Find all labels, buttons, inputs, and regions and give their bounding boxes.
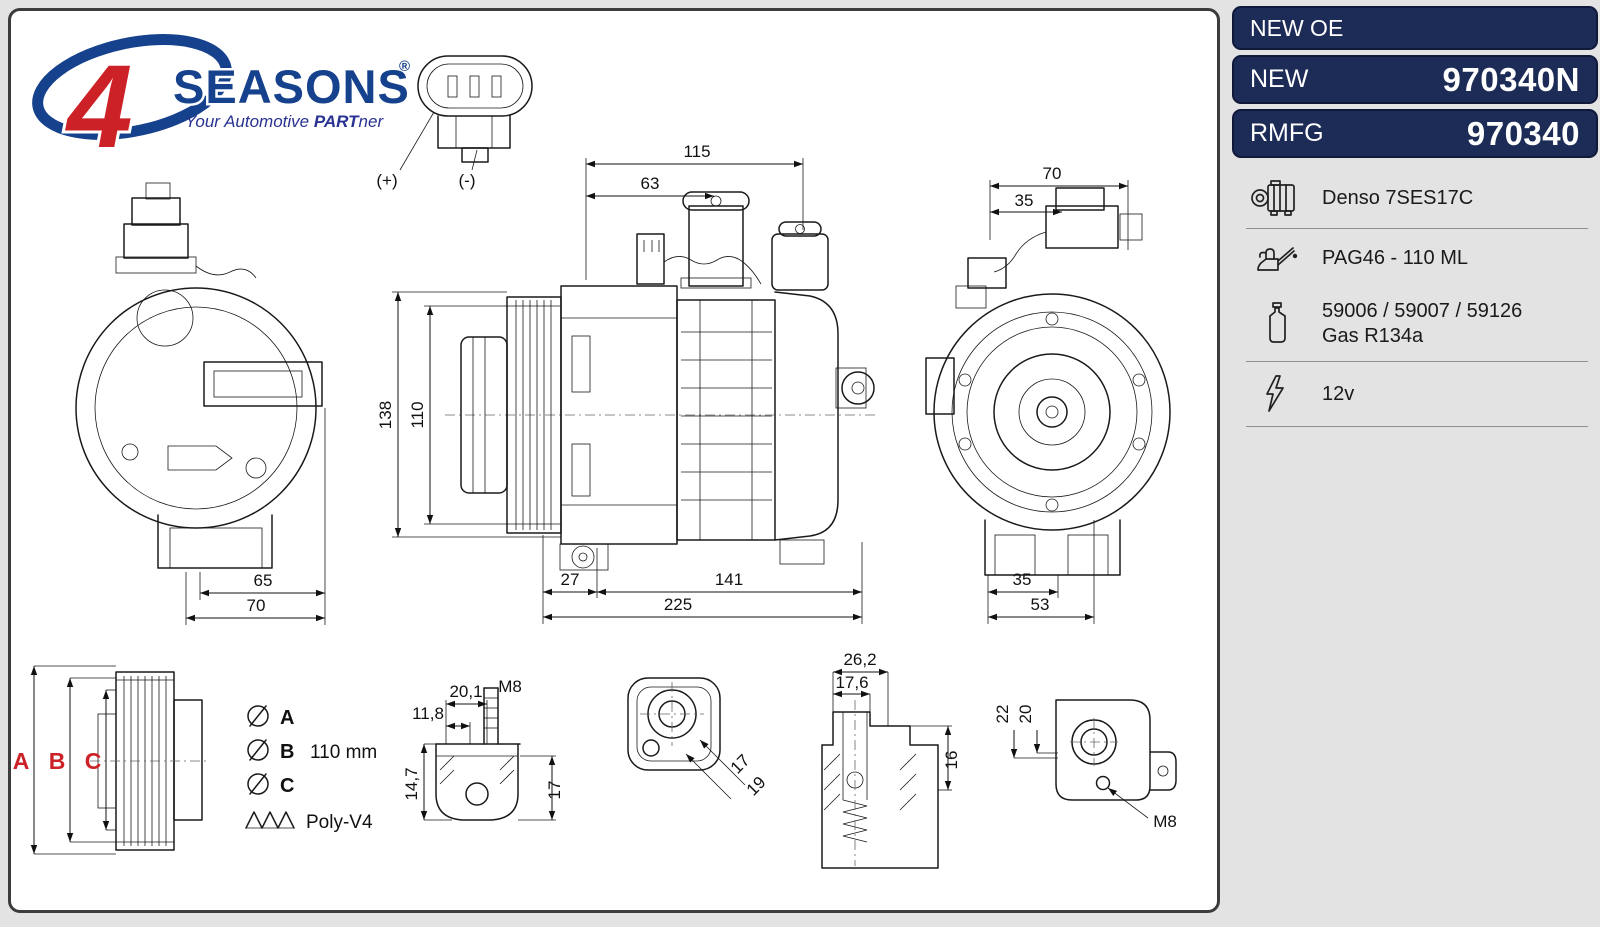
- dim-141-label: 141: [715, 570, 743, 589]
- registered-mark: ®: [399, 58, 410, 75]
- dim-70-label: 70: [247, 596, 266, 615]
- part-info-panel: NEW OE NEW 970340N RMFG 970340: [1232, 6, 1598, 921]
- rmfg-part-number: 970340: [1466, 114, 1580, 152]
- control-valve-detail-drawing: 26,2 17,6 16: [821, 650, 961, 869]
- diameter-icon: [247, 773, 269, 795]
- logo-swoosh: [32, 34, 232, 140]
- fitting-thread-label: M8: [1153, 812, 1177, 831]
- voltage-icon: [1248, 374, 1302, 414]
- dim-138-label: 138: [376, 401, 395, 429]
- oe-numbers: 59006 / 59007 / 59126: [1322, 300, 1523, 322]
- logo-tagline: Your Automotive PARTner: [185, 112, 384, 131]
- right-side-view-drawing: 70 35 35 53: [925, 164, 1171, 624]
- dim-65-label: 65: [254, 571, 273, 590]
- brand-logo: 4 SEASONS ® Your Automotive PARTner: [27, 23, 417, 176]
- spec-gas: 59006 / 59007 / 59126 Gas R134a: [1244, 287, 1590, 361]
- rmfg-label: RMFG: [1250, 119, 1324, 147]
- compressor-icon: [1248, 180, 1302, 216]
- spec-oil: PAG46 - 110 ML: [1244, 229, 1590, 287]
- pulley-detail-drawing: A B C: [13, 665, 206, 855]
- logo-wordmark: SEASONS: [173, 60, 410, 113]
- dim-35-bottom-label: 35: [1013, 570, 1032, 589]
- legend-b-label: B: [280, 741, 294, 763]
- dim-17-6-label: 17,6: [835, 673, 868, 692]
- divider: [1246, 228, 1588, 229]
- technical-drawing-panel: 4 SEASONS ® Your Automotive PARTner (+): [8, 8, 1220, 913]
- lug-thread-label: M8: [498, 677, 522, 696]
- belt-profile-icon: [245, 811, 295, 829]
- pulley-legend: A B 110 mm C Poly-V4: [245, 705, 377, 833]
- dim-20-1-label: 20,1: [449, 682, 482, 701]
- legend-belt-label: Poly-V4: [306, 812, 373, 833]
- dim-115-label: 115: [683, 142, 710, 161]
- legend-a-label: A: [280, 707, 294, 729]
- spec-list: Denso 7SES17C PAG46 - 110 ML: [1244, 168, 1590, 427]
- compressor-type-value: Denso 7SES17C: [1322, 186, 1474, 209]
- dim-17-port-label: 17: [727, 751, 754, 778]
- oe-header-box: NEW OE: [1232, 6, 1598, 50]
- mounting-lug-detail-drawing: 20,1 11,8 M8 14,7 17: [402, 677, 564, 821]
- spec-voltage: 12v: [1244, 362, 1590, 426]
- oil-can-icon: [1248, 241, 1302, 275]
- diameter-b-label: B: [49, 748, 66, 774]
- divider: [1246, 426, 1588, 427]
- voltage-value: 12v: [1322, 382, 1355, 405]
- dim-19-port-label: 19: [743, 773, 770, 800]
- dim-63-label: 63: [641, 174, 660, 193]
- gas-spec-value: 59006 / 59007 / 59126 Gas R134a: [1322, 299, 1522, 349]
- dim-22-label: 22: [993, 705, 1012, 724]
- rmfg-part-number-box: RMFG 970340: [1232, 109, 1598, 158]
- new-label: NEW: [1250, 65, 1309, 93]
- dim-35-top-label: 35: [1015, 191, 1034, 210]
- new-part-number-box: NEW 970340N: [1232, 55, 1598, 104]
- oil-bottle-icon: [1248, 302, 1302, 346]
- dim-26-2-label: 26,2: [843, 650, 876, 669]
- diameter-c-label: C: [85, 748, 102, 774]
- left-side-view-drawing: 65 70: [75, 182, 326, 625]
- oil-spec-value: PAG46 - 110 ML: [1322, 246, 1468, 269]
- dim-17-lug-label: 17: [545, 781, 564, 800]
- dim-16-label: 16: [942, 751, 961, 770]
- diameter-icon: [247, 739, 269, 761]
- technical-views: (+) (-) 65 70: [13, 55, 1177, 869]
- oe-header-label: NEW OE: [1250, 14, 1344, 41]
- dim-225-label: 225: [664, 595, 692, 614]
- dim-11-8-label: 11,8: [412, 704, 444, 723]
- dim-53-label: 53: [1031, 595, 1050, 614]
- front-view-drawing: 115 63 138 110 27 141 225: [376, 142, 878, 624]
- divider: [1246, 361, 1588, 362]
- gas-type: Gas R134a: [1322, 325, 1424, 347]
- dim-110-label: 110: [408, 401, 427, 428]
- spec-compressor-type: Denso 7SES17C: [1244, 168, 1590, 228]
- rear-fitting-detail-drawing: 22 20 M8: [993, 699, 1177, 831]
- diameter-a-label: A: [13, 748, 30, 774]
- dim-70-top-label: 70: [1043, 164, 1062, 183]
- dim-20-label: 20: [1016, 705, 1035, 724]
- plus-terminal-label: (+): [376, 171, 397, 190]
- port-flange-detail-drawing: 17 19: [627, 677, 770, 800]
- legend-c-label: C: [280, 775, 294, 797]
- plug-connector-detail-drawing: (+) (-): [376, 55, 533, 190]
- dim-27-label: 27: [561, 570, 580, 589]
- diameter-icon: [247, 705, 269, 727]
- dim-14-7-label: 14,7: [402, 767, 421, 800]
- legend-b-value: 110 mm: [310, 742, 377, 763]
- new-part-number: 970340N: [1442, 60, 1580, 98]
- minus-terminal-label: (-): [459, 171, 476, 190]
